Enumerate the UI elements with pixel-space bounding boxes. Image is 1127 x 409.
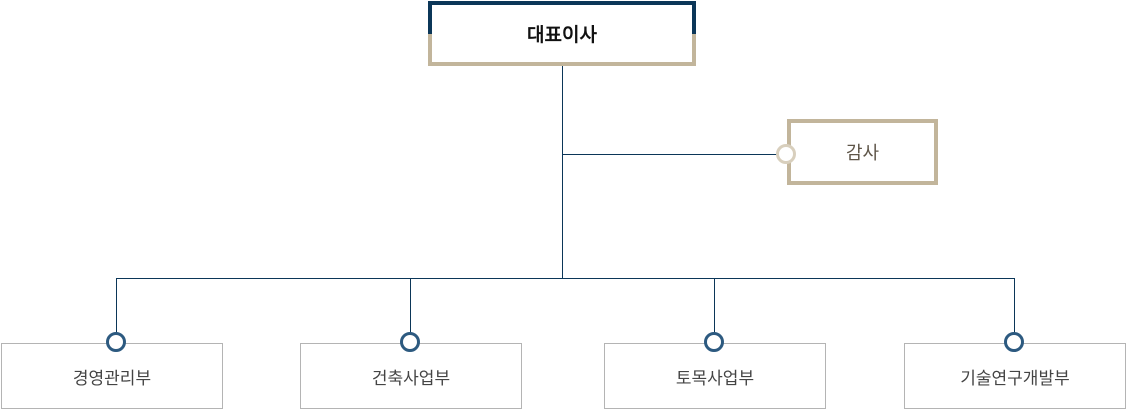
dept-node-architecture: 건축사업부 [300, 343, 522, 409]
auditor-connector-line [562, 154, 780, 155]
dept-node-civil: 토목사업부 [604, 343, 826, 409]
auditor-label: 감사 [845, 143, 880, 163]
dept-connector-circle-icon [704, 332, 724, 352]
dept-connector-circle-icon [400, 332, 420, 352]
auditor-connector-circle-icon [776, 144, 796, 164]
trunk-line [562, 65, 563, 279]
ceo-label: 대표이사 [527, 25, 597, 46]
dept-drop-line [714, 278, 715, 338]
dept-node-management: 경영관리부 [1, 343, 223, 409]
dept-connector-circle-icon [106, 332, 126, 352]
auditor-node: 감사 [787, 119, 938, 185]
dept-label: 경영관리부 [72, 368, 152, 388]
ceo-node: 대표이사 [428, 1, 696, 66]
dept-drop-line [116, 278, 117, 338]
dept-node-rnd: 기술연구개발부 [904, 343, 1126, 409]
dept-connector-circle-icon [1004, 332, 1024, 352]
dept-label: 건축사업부 [371, 368, 451, 388]
dept-drop-line [410, 278, 411, 338]
dept-label: 토목사업부 [675, 368, 755, 388]
department-bus-line [116, 278, 1015, 279]
dept-label: 기술연구개발부 [960, 368, 1070, 388]
dept-drop-line [1014, 278, 1015, 338]
